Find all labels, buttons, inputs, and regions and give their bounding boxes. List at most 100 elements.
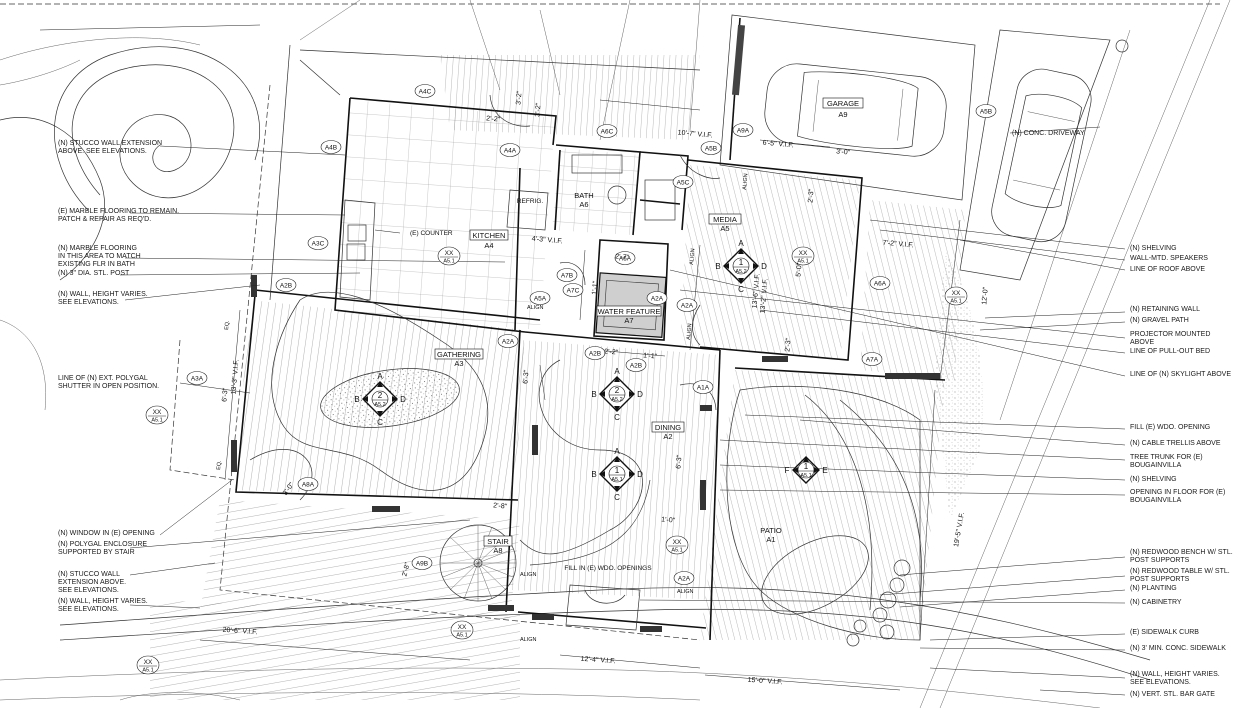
svg-text:B: B <box>591 470 596 479</box>
view-tag: A6C <box>596 124 618 138</box>
room-label-media: MEDIA A5 <box>708 213 742 233</box>
garage-car <box>764 63 947 157</box>
dimension-text: 3'-2" <box>534 102 542 117</box>
svg-text:A5.1: A5.1 <box>142 668 153 674</box>
svg-text:2: 2 <box>378 391 383 400</box>
svg-text:WATER FEATURE: WATER FEATURE <box>598 307 661 316</box>
note-left: (N) WINDOW IN (E) OPENING <box>58 530 155 537</box>
svg-text:A2B: A2B <box>630 362 642 369</box>
svg-text:KITCHEN: KITCHEN <box>473 231 506 240</box>
svg-text:C: C <box>614 413 620 422</box>
dining-path <box>519 359 651 566</box>
svg-text:ABOVE. SEE ELEVATIONS.: ABOVE. SEE ELEVATIONS. <box>58 148 147 155</box>
svg-text:SHUTTER IN OPEN POSITION.: SHUTTER IN OPEN POSITION. <box>58 383 159 390</box>
dimension-text: 2'-8" <box>401 561 412 577</box>
svg-text:A5C: A5C <box>677 179 690 186</box>
detail-tag: XX A5.1 <box>437 246 461 266</box>
svg-text:A5B: A5B <box>705 145 717 152</box>
svg-text:C: C <box>614 493 620 502</box>
svg-text:XX: XX <box>445 250 454 257</box>
note-right: (N) SHELVING <box>1130 245 1177 252</box>
dimension-text: 13'-3" V.I.F. <box>230 359 240 395</box>
svg-text:ALIGN: ALIGN <box>527 305 544 311</box>
note-right: (N) PLANTING <box>1130 585 1177 592</box>
svg-text:ABOVE: ABOVE <box>1130 339 1154 346</box>
svg-text:A7: A7 <box>624 316 633 325</box>
fill-wdo-label: FILL IN (E) WDO. OPENINGS <box>564 565 652 572</box>
svg-text:GATHERING: GATHERING <box>437 350 481 359</box>
svg-text:GARAGE: GARAGE <box>827 99 859 108</box>
svg-text:A2A: A2A <box>502 338 515 345</box>
svg-text:A3: A3 <box>454 359 463 368</box>
note-right: OPENING IN FLOOR FOR (E)BOUGAINVILLA <box>1130 489 1225 504</box>
view-tag: A2A <box>673 571 695 585</box>
svg-text:A5.1: A5.1 <box>151 418 162 424</box>
dimension-text: 7'-2" V.I.F. <box>882 240 914 250</box>
dimension-text: 2'-3" <box>807 188 815 203</box>
room-label-dining: DINING A2 <box>651 421 685 441</box>
note-right: (N) REDWOOD BENCH W/ STL.POST SUPPORTS <box>1130 549 1233 564</box>
note-right: (N) 3' MIN. CONC. SIDEWALK <box>1130 645 1226 652</box>
svg-text:(N) 3" DIA. STL. POST: (N) 3" DIA. STL. POST <box>58 270 130 277</box>
svg-text:A5A: A5A <box>534 295 547 302</box>
note-right: (N) RETAINING WALL <box>1130 306 1200 313</box>
svg-text:(N) RETAINING WALL: (N) RETAINING WALL <box>1130 306 1200 313</box>
view-tag: A6A <box>869 276 891 290</box>
svg-text:FILL (E) WDO. OPENING: FILL (E) WDO. OPENING <box>1130 424 1210 431</box>
svg-text:(N) 3' MIN. CONC. SIDEWALK: (N) 3' MIN. CONC. SIDEWALK <box>1130 645 1226 652</box>
svg-text:A2A: A2A <box>678 575 691 582</box>
dimension-text: 2'-2" <box>604 348 619 356</box>
svg-text:PROJECTOR MOUNTED: PROJECTOR MOUNTED <box>1130 331 1210 338</box>
svg-text:A2A: A2A <box>651 295 664 302</box>
walls <box>231 97 946 641</box>
svg-text:(N) STUCCO WALL EXTENSION: (N) STUCCO WALL EXTENSION <box>58 140 162 147</box>
svg-text:(N) WINDOW IN (E) OPENING: (N) WINDOW IN (E) OPENING <box>58 530 155 537</box>
svg-text:A5.1: A5.1 <box>443 259 454 265</box>
svg-text:(N) SHELVING: (N) SHELVING <box>1130 476 1177 483</box>
svg-text:POST SUPPORTS: POST SUPPORTS <box>1130 576 1190 583</box>
dimension-text: 12'-4" V.I.F. <box>580 656 616 665</box>
svg-text:(N) GRAVEL PATH: (N) GRAVEL PATH <box>1130 317 1189 324</box>
view-tag: A4C <box>414 84 436 98</box>
svg-text:BOUGAINVILLA: BOUGAINVILLA <box>1130 497 1182 504</box>
dimension-text: 6'-3" <box>522 369 530 384</box>
svg-text:BOUGAINVILLA: BOUGAINVILLA <box>1130 462 1182 469</box>
svg-text:A4C: A4C <box>419 88 432 95</box>
svg-text:A2B: A2B <box>589 350 601 357</box>
svg-text:A8A: A8A <box>302 481 315 488</box>
eq-label: EQ. <box>216 460 223 470</box>
svg-text:A5.2: A5.2 <box>735 269 746 275</box>
room-label-stair: STAIR A8 <box>483 535 513 555</box>
svg-text:EXTENSION ABOVE.: EXTENSION ABOVE. <box>58 579 126 586</box>
svg-text:B: B <box>354 395 359 404</box>
dimension-text: 4'-3" V.I.F. <box>531 236 563 246</box>
align-labels: ALIGN ALIGN ALIGN ALIGN ALIGN ALIGN ALIG… <box>520 173 749 643</box>
svg-text:(N) MARBLE FLOORING: (N) MARBLE FLOORING <box>58 245 137 252</box>
svg-text:D: D <box>637 470 643 479</box>
svg-text:A5.1: A5.1 <box>800 473 811 479</box>
note-right: (N) SHELVING <box>1130 476 1177 483</box>
svg-text:A4B: A4B <box>325 144 337 151</box>
dimension-text: 6'-5" V.I.F. <box>762 140 794 150</box>
kitchen-counter <box>339 189 549 301</box>
svg-text:C: C <box>377 418 383 427</box>
bath-fixtures <box>571 154 676 221</box>
note-left: (N) 3" DIA. STL. POST <box>58 270 130 277</box>
svg-text:(N) WALL, HEIGHT VARIES.: (N) WALL, HEIGHT VARIES. <box>58 291 148 298</box>
notes-right: (N) CONC. DRIVEWAY(N) SHELVINGWALL-MTD. … <box>1012 130 1233 698</box>
view-tag: A7B <box>556 268 578 282</box>
svg-text:SEE ELEVATIONS.: SEE ELEVATIONS. <box>58 606 119 613</box>
svg-text:A: A <box>377 372 383 381</box>
svg-text:(N) SHELVING: (N) SHELVING <box>1130 245 1177 252</box>
view-tag: A5B <box>700 141 722 155</box>
view-tag: A2A <box>646 291 668 305</box>
svg-text:SEE ELEVATIONS.: SEE ELEVATIONS. <box>1130 679 1191 686</box>
